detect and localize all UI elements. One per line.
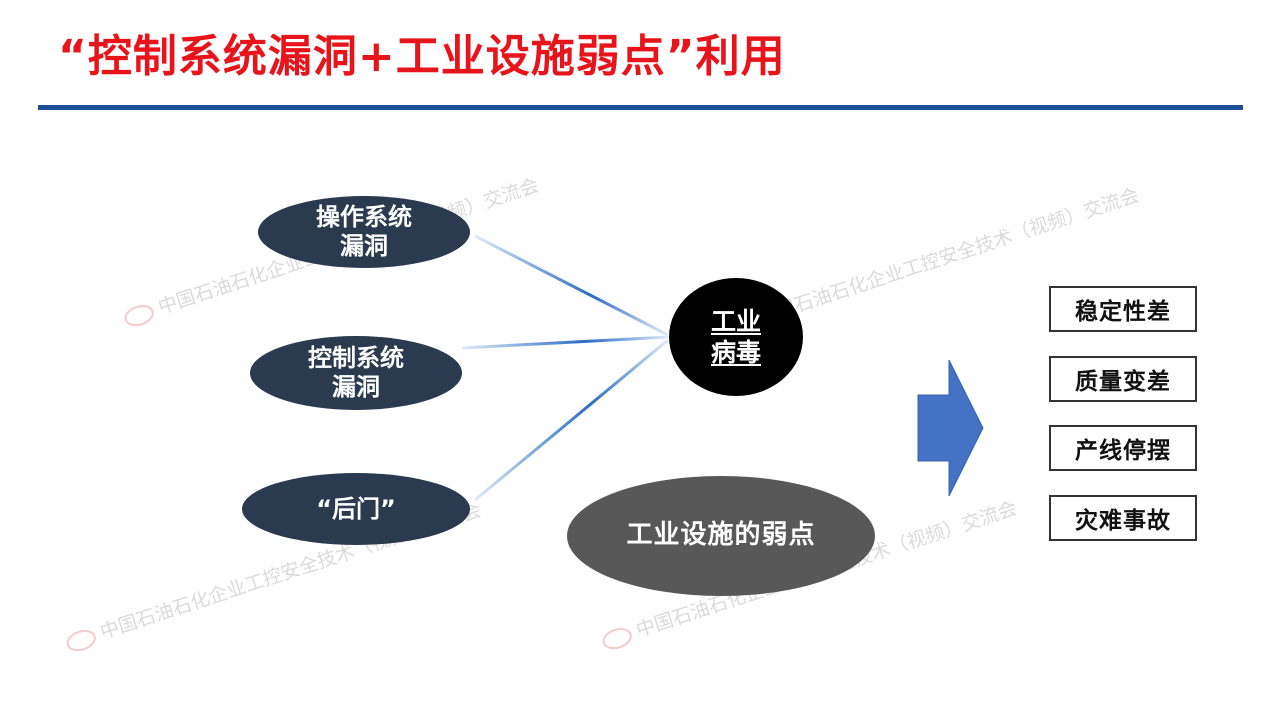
slide-title: “控制系统漏洞+工业设施弱点”利用 [58, 31, 786, 82]
node-label: 操作系统 [316, 203, 412, 232]
virus-label: 工业 [710, 306, 761, 336]
node-label: “后门” [316, 494, 396, 523]
right-arrow-icon [917, 360, 984, 497]
connector-ctrl [461, 335, 669, 350]
virus-label: 病毒 [710, 338, 761, 367]
node-control-vulnerability: 控制系统漏洞 [250, 336, 462, 410]
node-os-vulnerability: 操作系统漏洞 [258, 196, 470, 268]
connector-os [474, 234, 669, 337]
consequence-box: 稳定性差 [1049, 286, 1197, 332]
consequence-box: 灾难事故 [1049, 495, 1197, 541]
node-backdoor: “后门” [242, 473, 470, 545]
node-label: 漏洞 [332, 373, 380, 401]
connector-backdoor [474, 338, 669, 502]
node-industrial-virus: 工业病毒 [669, 278, 803, 396]
node-label: 控制系统 [308, 344, 404, 373]
weakness-label: 工业设施的弱点 [626, 520, 816, 551]
node-facility-weakness: 工业设施的弱点 [567, 476, 875, 596]
title-divider [38, 105, 1243, 110]
consequence-box: 产线停摆 [1049, 425, 1197, 471]
consequence-box: 质量变差 [1049, 356, 1197, 402]
node-label: 漏洞 [340, 232, 388, 260]
